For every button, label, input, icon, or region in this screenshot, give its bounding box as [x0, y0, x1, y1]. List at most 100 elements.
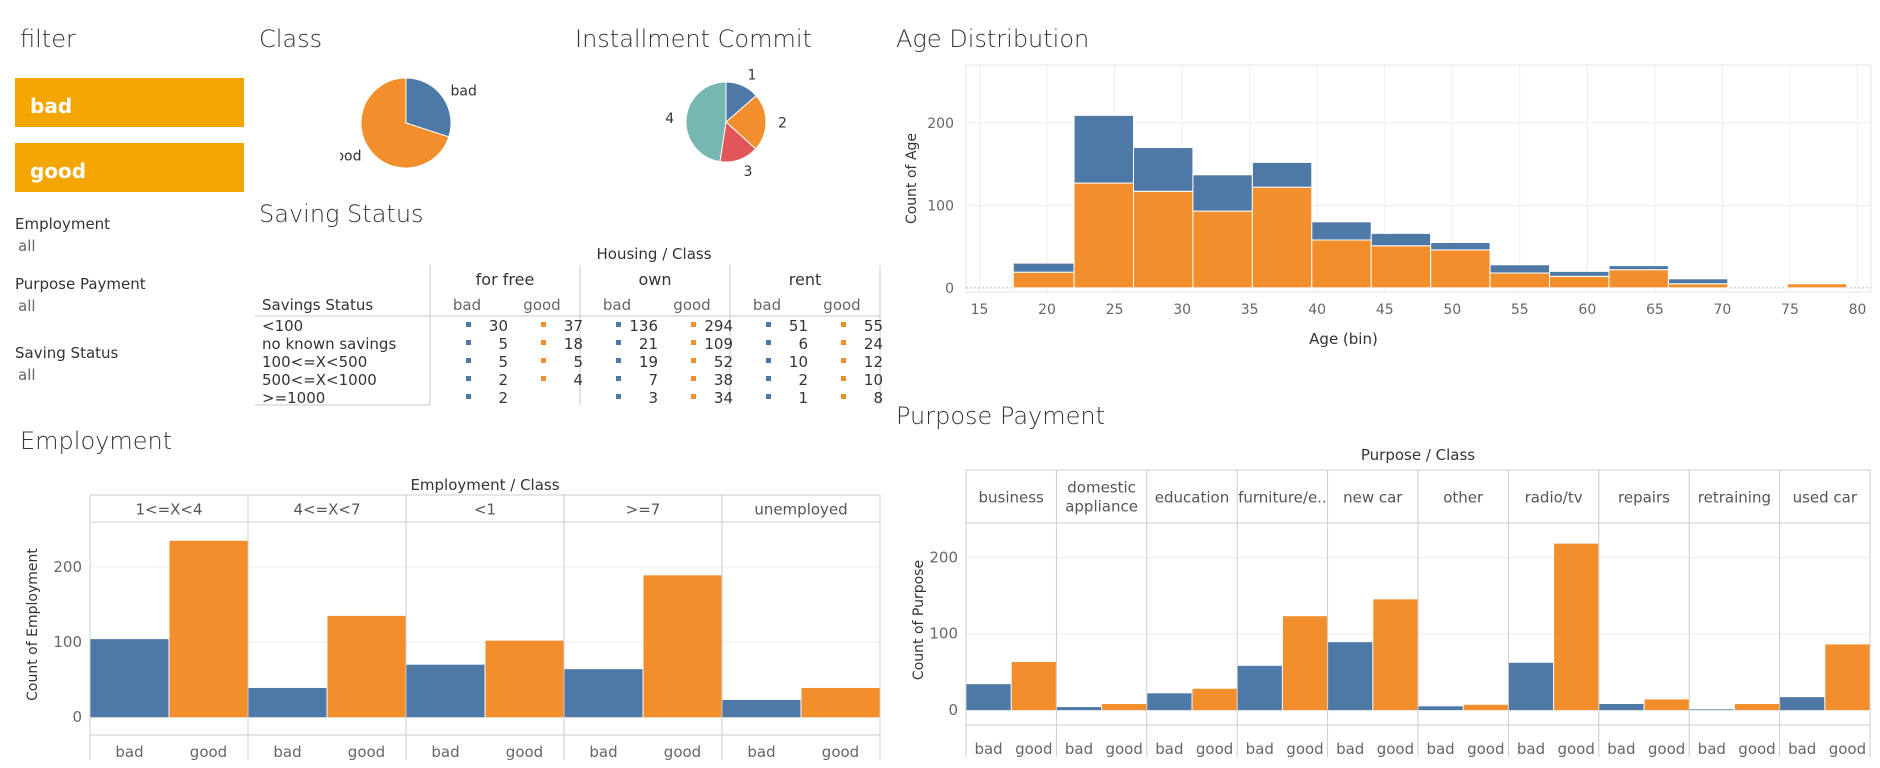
table-cell: 109 — [704, 335, 733, 353]
panel-header: repairs — [1618, 489, 1670, 507]
bar-bad — [90, 639, 169, 718]
bar-bad — [1056, 707, 1102, 711]
age-bar-bad — [1073, 114, 1134, 184]
table-row-label: 100<=X<500 — [262, 353, 367, 371]
bar-good — [643, 575, 722, 718]
table-group-header: own — [638, 270, 671, 289]
table-cell: 10 — [789, 353, 808, 371]
purpose-filter-label: Purpose Payment — [15, 275, 146, 293]
y-tick-label: 200 — [929, 548, 958, 566]
panel-header: <1 — [474, 501, 496, 519]
age-bar-good — [1549, 275, 1610, 289]
age-bar-good — [1251, 186, 1313, 289]
table-row-label: >=1000 — [262, 389, 325, 407]
employment-filter-value[interactable]: all — [18, 237, 36, 255]
table-marker — [466, 358, 471, 363]
y-tick-label: 200 — [927, 116, 954, 132]
table-marker — [541, 322, 546, 327]
age-bar-bad — [1012, 262, 1075, 273]
y-axis-label: Count of Age — [904, 133, 920, 224]
table-marker — [616, 340, 621, 345]
age-bar-good — [1370, 245, 1432, 289]
x-tick-label: good — [348, 743, 385, 761]
table-marker — [616, 322, 621, 327]
x-tick-label: bad — [1246, 740, 1274, 758]
table-subcol-header: bad — [753, 296, 781, 314]
x-tick-label: 60 — [1578, 302, 1596, 318]
bar-good — [327, 615, 406, 718]
x-tick-label: good — [1105, 740, 1142, 758]
table-marker — [541, 340, 546, 345]
x-tick-label: good — [1557, 740, 1594, 758]
x-tick-label: good — [1738, 740, 1775, 758]
table-cell: 52 — [714, 353, 733, 371]
table-cell: 6 — [798, 335, 808, 353]
x-tick-label: bad — [1155, 740, 1183, 758]
purpose-filter-value[interactable]: all — [18, 297, 36, 315]
table-cell: 7 — [648, 371, 658, 389]
table-group-header: rent — [789, 270, 821, 289]
y-tick-label: 0 — [945, 281, 954, 297]
table-group-header: for free — [476, 270, 535, 289]
x-tick-label: bad — [1517, 740, 1545, 758]
table-marker — [841, 376, 846, 381]
table-row-label: <100 — [262, 317, 303, 335]
panel-header: new car — [1343, 489, 1403, 507]
filter-good-button[interactable]: good — [15, 143, 244, 192]
age-bar-bad — [1430, 241, 1491, 251]
bar-bad — [1328, 642, 1373, 711]
bar-bad — [1599, 704, 1644, 711]
age-bar-bad — [1549, 270, 1610, 277]
bar-bad — [1508, 662, 1554, 711]
table-cell: 21 — [639, 335, 658, 353]
table-cell: 18 — [564, 335, 583, 353]
table-marker — [616, 394, 621, 399]
saving-title: Saving Status — [259, 200, 424, 228]
table-cell: 24 — [864, 335, 883, 353]
bar-good — [1373, 599, 1418, 711]
table-cell: 38 — [714, 371, 733, 389]
table-title: Housing / Class — [596, 245, 711, 263]
table-marker — [841, 322, 846, 327]
bar-good — [1192, 688, 1237, 711]
pie-slice-4 — [685, 81, 727, 163]
table-cell: 34 — [714, 389, 733, 407]
bar-bad — [1418, 706, 1463, 711]
y-axis-label: Count of Purpose — [911, 560, 927, 680]
filter-bad-button[interactable]: bad — [15, 78, 244, 127]
age-bar-good — [1489, 272, 1551, 289]
pie-label-4: 4 — [665, 111, 674, 127]
table-cell: 51 — [789, 317, 808, 335]
pie-slice-good — [360, 77, 450, 169]
table-cell: 5 — [498, 335, 508, 353]
x-tick-label: 65 — [1646, 302, 1664, 318]
table-cell: 30 — [489, 317, 508, 335]
age-bar-good — [1311, 239, 1372, 289]
bar-good — [1463, 704, 1508, 711]
bar-good — [1282, 616, 1328, 711]
table-marker — [616, 376, 621, 381]
panel-header: education — [1155, 489, 1229, 507]
table-cell: 294 — [704, 317, 733, 335]
table-marker — [691, 340, 696, 345]
x-tick-label: bad — [1336, 740, 1364, 758]
table-subcol-header: bad — [453, 296, 481, 314]
x-tick-label: bad — [589, 743, 617, 761]
age-bar-good — [1192, 210, 1253, 289]
purpose-title: Purpose Payment — [896, 402, 1106, 430]
table-marker — [466, 340, 471, 345]
x-tick-label: good — [1648, 740, 1685, 758]
table-marker — [466, 322, 471, 327]
x-tick-label: 25 — [1106, 302, 1124, 318]
bar-good — [169, 540, 248, 718]
x-tick-label: bad — [273, 743, 301, 761]
pie-label-2: 2 — [778, 115, 787, 131]
pie-slice-bad — [405, 77, 452, 138]
table-cell: 55 — [864, 317, 883, 335]
bar-bad — [1147, 693, 1192, 711]
bar-good — [1011, 662, 1056, 711]
x-axis-label: Age (bin) — [1309, 330, 1378, 348]
saving-filter-value[interactable]: all — [18, 366, 36, 384]
x-tick-label: bad — [747, 743, 775, 761]
